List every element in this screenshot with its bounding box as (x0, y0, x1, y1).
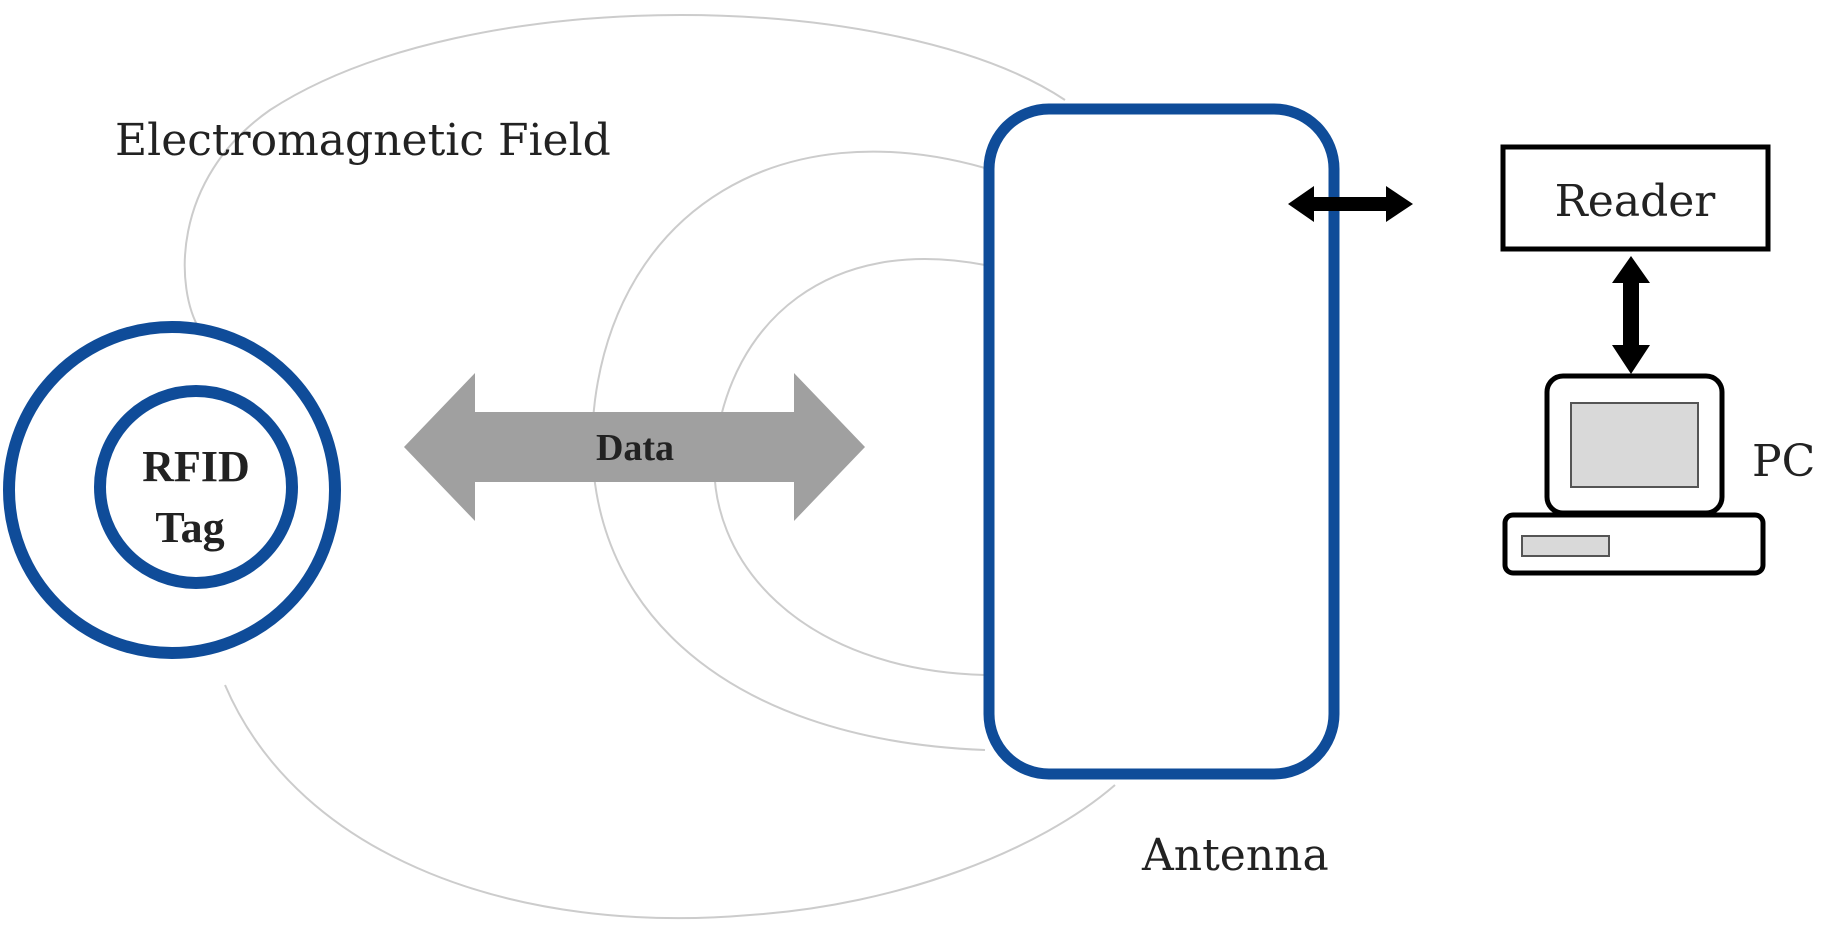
antenna-label: Antenna (1141, 830, 1329, 881)
rfid-tag-outer-ring (3, 321, 341, 659)
reader-pc-link-arrow (1612, 256, 1650, 374)
antenna-loop (983, 103, 1340, 780)
tag-label-line2: Tag (155, 503, 224, 552)
tag-label-line1: RFID (142, 442, 250, 491)
reader-box (1500, 144, 1771, 252)
pc-screen (1570, 402, 1699, 488)
electromagnetic-field-lines (183, 14, 1116, 920)
reader-label: Reader (1555, 176, 1717, 227)
field-line-middle (591, 150, 986, 751)
data-arrow (404, 373, 865, 521)
antenna-reader-link-arrow (1288, 186, 1413, 222)
pc-label: PC (1752, 436, 1815, 487)
field-label: Electromagnetic Field (115, 115, 611, 166)
rfid-tag-inner-ring (94, 385, 298, 589)
field-line-outer-bottom (224, 684, 1116, 920)
data-label: Data (596, 427, 674, 469)
pc-icon (1502, 373, 1766, 576)
field-line-outer (183, 14, 1066, 331)
pc-drive-slot (1521, 535, 1610, 557)
pc-base (1502, 512, 1766, 576)
